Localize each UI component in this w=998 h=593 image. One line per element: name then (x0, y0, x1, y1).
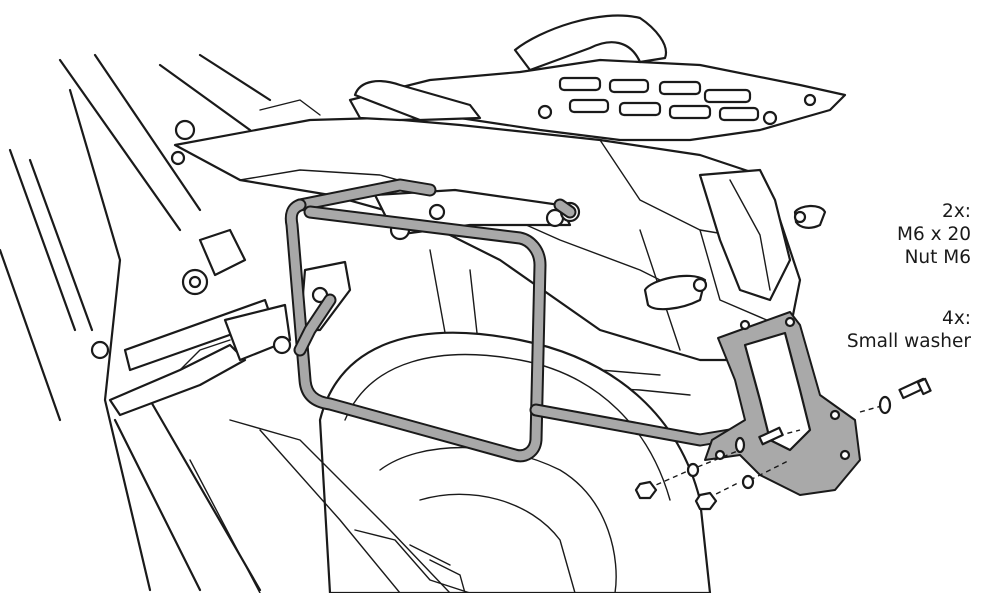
legend-quantity: 4x: (942, 308, 971, 329)
washer-icon (734, 436, 746, 454)
nut-m6-icon (634, 480, 658, 500)
bolt-m6x20-icon (898, 377, 932, 400)
legend-item: Small washer (846, 331, 971, 352)
hardware-legend-group2: 4x: Small washer (847, 307, 971, 353)
footpeg-assembly (108, 228, 471, 593)
hardware-explode (634, 377, 932, 511)
mounting-plate (704, 311, 861, 496)
washer-icon (878, 395, 892, 415)
rear-wheel (318, 331, 712, 593)
legend-item: Nut M6 (904, 247, 971, 268)
washer-icon (741, 474, 755, 490)
legend-quantity: 2x: (942, 201, 971, 222)
pannier-rack-frame (284, 178, 767, 463)
motorcycle-frame (0, 53, 272, 592)
nut-m6-icon (694, 491, 718, 511)
top-rack (348, 14, 847, 142)
legend-item: M6 x 20 (897, 224, 971, 245)
bolt-m6x20-icon (758, 426, 784, 446)
washer-icon (686, 462, 700, 478)
hardware-legend-group1: 2x: M6 x 20 Nut M6 (897, 200, 971, 269)
